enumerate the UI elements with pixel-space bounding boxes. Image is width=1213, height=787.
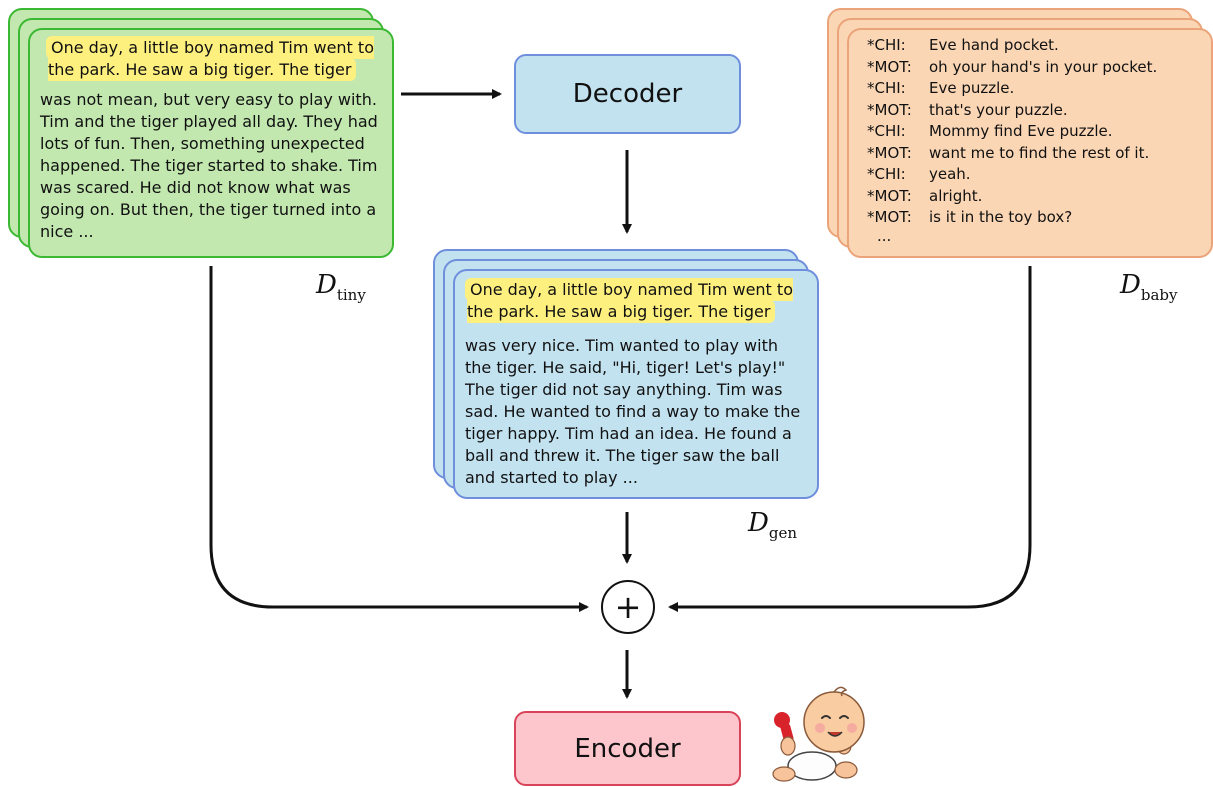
decoder-box: Decoder — [514, 54, 741, 134]
transcript-ellipsis: ... — [877, 226, 892, 245]
baby-transcript: *CHI:Eve hand pocket. *MOT:oh your hand'… — [867, 35, 1211, 243]
baby-illustration — [772, 686, 865, 782]
baby-to-plus-arrow — [668, 266, 1032, 612]
transcript-line: *CHI:Eve hand pocket. — [867, 36, 1059, 54]
combine-plus-node: + — [601, 580, 655, 634]
gen-prompt-highlight: One day, a little boy named Tim went to … — [465, 278, 793, 323]
transcript-line: *MOT:oh your hand's in your pocket. — [867, 57, 1158, 76]
transcript-line: *MOT:is it in the toy box? — [867, 208, 1073, 226]
baby-card: *CHI:Eve hand pocket. *MOT:oh your hand'… — [847, 28, 1213, 258]
label-d-gen: Dgen — [748, 508, 797, 542]
tiny-continuation: was not mean, but very easy to play with… — [40, 90, 378, 241]
encoder-box: Encoder — [514, 711, 741, 786]
tiny-prompt-highlight: One day, a little boy named Tim went to … — [46, 36, 374, 81]
label-d-tiny: Dtiny — [316, 270, 366, 304]
transcript-line: *CHI:Eve puzzle. — [867, 79, 1015, 97]
transcript-line: *CHI:Mommy find Eve puzzle. — [867, 122, 1113, 140]
transcript-line: *MOT:want me to find the rest of it. — [867, 143, 1150, 162]
transcript-line: *CHI:yeah. — [867, 165, 971, 183]
gen-continuation: was very nice. Tim wanted to play with t… — [465, 336, 801, 487]
transcript-line: *MOT:alright. — [867, 186, 983, 205]
gen-card: One day, a little boy named Tim went to … — [453, 269, 819, 499]
tiny-to-plus-arrow — [209, 266, 589, 612]
tiny-card: One day, a little boy named Tim went to … — [28, 28, 394, 258]
transcript-line: *MOT:that's your puzzle. — [867, 100, 1068, 119]
label-d-baby: Dbaby — [1120, 270, 1178, 304]
